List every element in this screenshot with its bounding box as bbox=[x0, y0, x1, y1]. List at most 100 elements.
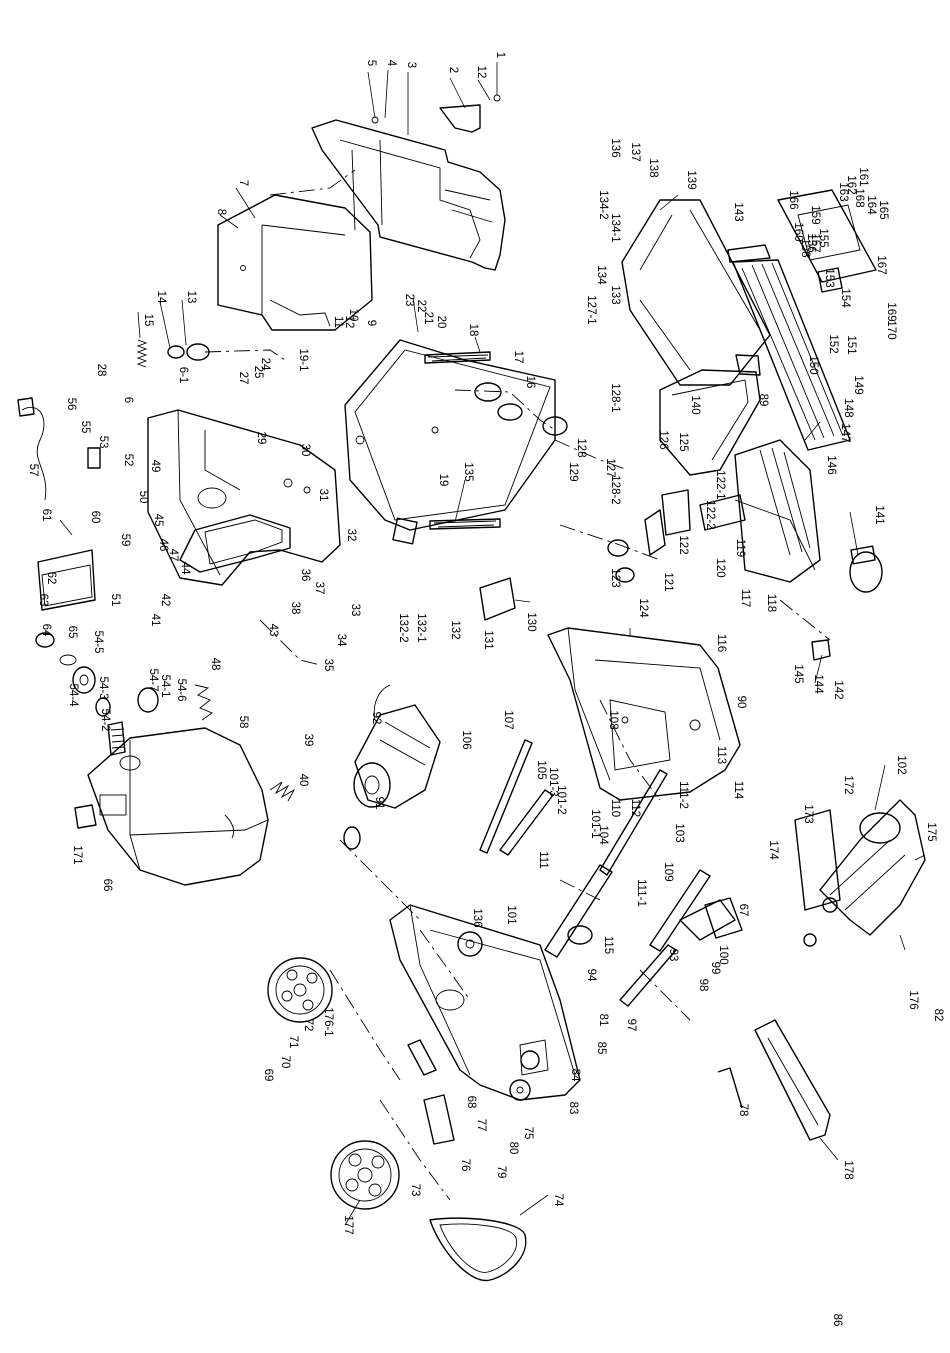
callout-label: 137 bbox=[629, 142, 641, 161]
callout-label: 54-1 bbox=[159, 674, 171, 697]
callout-label: 163 bbox=[837, 182, 849, 201]
callout-label: 38 bbox=[289, 602, 301, 615]
callout-label: 147 bbox=[839, 423, 851, 442]
callout-label: 34 bbox=[335, 634, 347, 647]
callout-label: 65 bbox=[66, 626, 78, 639]
callout-label: 39 bbox=[302, 734, 314, 747]
callout-label: 53 bbox=[97, 436, 109, 449]
callout-label: 132-2 bbox=[397, 613, 409, 642]
callout-label: 44 bbox=[179, 562, 191, 575]
callout-label: 47 bbox=[167, 549, 179, 562]
callout-label: 176-1 bbox=[322, 1007, 334, 1036]
callout-label: 101 bbox=[505, 905, 517, 924]
callout-label: 104 bbox=[597, 825, 609, 845]
callout-label: 126 bbox=[657, 430, 669, 449]
callout-label: 119 bbox=[734, 539, 746, 557]
callout-label: 161 bbox=[857, 167, 869, 186]
drive-belt bbox=[429, 1217, 527, 1282]
callout-label: 109 bbox=[662, 862, 674, 881]
callout-label: 108 bbox=[607, 710, 619, 729]
callout-label: 72 bbox=[302, 1019, 314, 1032]
callout-label: 105 bbox=[535, 760, 547, 779]
callout-label: 67 bbox=[737, 904, 749, 917]
callout-label: 55 bbox=[79, 421, 91, 434]
callout-label: 54-5 bbox=[92, 630, 104, 653]
callout-label: 12 bbox=[343, 316, 355, 329]
callout-label: 127-1 bbox=[585, 295, 597, 324]
top-handle-bracket bbox=[311, 94, 506, 271]
motor bbox=[343, 684, 441, 850]
callout-label: 7 bbox=[237, 180, 249, 186]
callout-label: 74 bbox=[552, 1194, 564, 1207]
callout-label: 78 bbox=[737, 1104, 749, 1117]
callout-label: 107 bbox=[502, 710, 514, 729]
callout-label: 14 bbox=[155, 291, 167, 304]
callout-label: 54-7 bbox=[147, 668, 159, 691]
callout-label: 6-1 bbox=[177, 367, 189, 384]
callout-label: 41 bbox=[149, 614, 161, 627]
callout-label: 134-1 bbox=[609, 213, 621, 242]
callout-label: 103 bbox=[673, 823, 685, 842]
callout-label: 92 bbox=[370, 712, 382, 725]
callout-label: 160 bbox=[792, 222, 804, 241]
callout-label: 30 bbox=[299, 444, 311, 457]
dust-hood bbox=[734, 439, 883, 593]
sprockets bbox=[457, 931, 531, 1101]
leader-lines bbox=[59, 62, 926, 1226]
chip-deflector bbox=[659, 354, 761, 476]
callout-label: 175 bbox=[925, 822, 937, 841]
pulley-parts bbox=[35, 632, 159, 756]
callout-label: 25 bbox=[252, 366, 264, 379]
right-side-frame bbox=[547, 627, 741, 801]
callout-label: 22 bbox=[415, 300, 427, 313]
callout-label: 143 bbox=[732, 202, 744, 221]
callout-label: 59 bbox=[119, 534, 131, 547]
callout-label: 101-2 bbox=[555, 785, 567, 814]
callout-label: 151 bbox=[845, 335, 857, 354]
upper-housing bbox=[217, 194, 373, 331]
callout-label: 113 bbox=[715, 746, 727, 764]
left-side-frame bbox=[147, 409, 341, 586]
callout-label: 101-3 bbox=[547, 767, 559, 796]
callout-label: 172 bbox=[842, 775, 854, 794]
bed-extension bbox=[794, 799, 926, 947]
callout-label: 111-1 bbox=[635, 879, 647, 907]
callout-label: 166 bbox=[787, 190, 799, 209]
callout-label: 29 bbox=[255, 432, 267, 445]
callout-label: 173 bbox=[802, 804, 814, 823]
callout-label: 152 bbox=[827, 334, 839, 353]
callout-label: 100 bbox=[717, 945, 729, 964]
callout-label: 54-6 bbox=[175, 678, 187, 701]
callout-label: 132 bbox=[449, 620, 461, 639]
callout-label: 141 bbox=[873, 505, 885, 524]
callout-label: 136 bbox=[609, 138, 621, 157]
callout-label: 54-4 bbox=[67, 683, 79, 707]
callout-label: 121 bbox=[662, 572, 674, 591]
callout-label: 117 bbox=[739, 589, 751, 607]
callout-label: 176 bbox=[907, 990, 919, 1009]
callout-label: 82 bbox=[932, 1009, 944, 1022]
callout-label: 127 bbox=[604, 458, 616, 477]
callout-label: 133 bbox=[609, 285, 621, 304]
callout-label: 123 bbox=[609, 568, 621, 587]
callout-label: 168 bbox=[853, 188, 865, 207]
callout-label: 86 bbox=[831, 1314, 843, 1327]
callout-label: 122 bbox=[677, 535, 689, 554]
callout-label: 33 bbox=[349, 604, 361, 617]
callout-label: 128 bbox=[575, 438, 587, 457]
callout-label: 1 bbox=[494, 52, 506, 58]
callout-label: 19 bbox=[437, 474, 449, 487]
callout-label: 62 bbox=[45, 572, 57, 585]
callout-label: 135 bbox=[462, 462, 474, 481]
callout-label: 58 bbox=[237, 716, 249, 729]
callout-label: 90 bbox=[735, 696, 747, 709]
callout-label: 5 bbox=[365, 60, 377, 66]
callout-label: 13 bbox=[185, 291, 197, 304]
callout-label: 148 bbox=[842, 398, 854, 417]
callout-label: 128-2 bbox=[609, 475, 621, 504]
callout-label: 15 bbox=[142, 314, 154, 327]
callout-label: 64 bbox=[40, 624, 52, 637]
callout-label: 19-1 bbox=[297, 348, 309, 371]
